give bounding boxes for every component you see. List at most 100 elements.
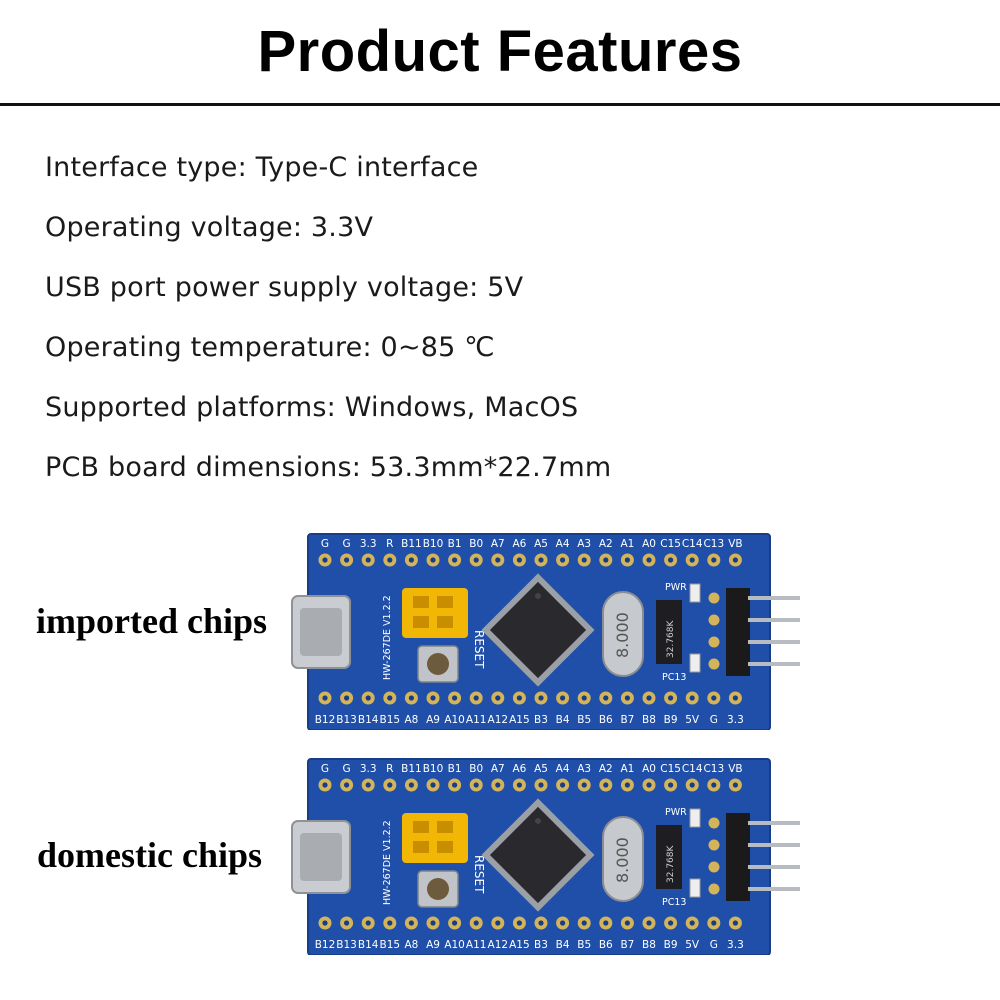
pin-hole-bottom [624, 695, 630, 701]
jumper-cap [413, 616, 429, 628]
pwr-led [689, 583, 701, 603]
pin-hole-top [560, 557, 566, 563]
pin-hole-bottom [495, 695, 501, 701]
swd-pad [708, 861, 720, 873]
pin-label-bottom: B4 [556, 939, 570, 951]
pin-label-bottom: B13 [336, 939, 357, 951]
pin-label-top: G [343, 763, 351, 775]
pin-label-bottom: 3.3 [727, 939, 744, 951]
pin-hole-top [387, 782, 393, 788]
page-title: Product Features [257, 19, 743, 84]
pin-hole-bottom [473, 920, 479, 926]
pin-hole-top [344, 557, 350, 563]
pin-hole-bottom [668, 920, 674, 926]
pin-hole-bottom [560, 695, 566, 701]
reset-button-cap [427, 878, 449, 900]
pin-hole-top [495, 782, 501, 788]
pin-hole-bottom [603, 695, 609, 701]
boot-jumpers [402, 813, 468, 863]
swd-pad [708, 636, 720, 648]
pin-label-top: A6 [512, 538, 526, 550]
pin-hole-bottom [646, 920, 652, 926]
pin-label-top: B10 [423, 763, 444, 775]
pin-hole-bottom [408, 695, 414, 701]
pin-label-top: G [343, 538, 351, 550]
pin-label-top: A0 [642, 538, 656, 550]
pin-label-top: A5 [534, 763, 548, 775]
feature-operating-temperature: Operating temperature: 0~85 ℃ [45, 332, 495, 363]
pin-label-bottom: A11 [466, 939, 487, 951]
pin-hole-bottom [322, 695, 328, 701]
pin-label-bottom: A15 [509, 714, 530, 726]
pin-hole-top [711, 782, 717, 788]
pin-hole-top [430, 782, 436, 788]
pin-hole-top [473, 557, 479, 563]
pin-hole-top [668, 782, 674, 788]
feature-operating-voltage: Operating voltage: 3.3V [45, 212, 374, 243]
pin-label-top: C13 [703, 538, 724, 550]
swd-header [726, 813, 750, 901]
pin-label-bottom: B7 [620, 714, 634, 726]
pin-hole-bottom [430, 695, 436, 701]
pin-hole-top [603, 557, 609, 563]
pin-hole-bottom [538, 920, 544, 926]
feature-usb-voltage: USB port power supply voltage: 5V [45, 272, 524, 303]
pin-hole-top [646, 557, 652, 563]
jumper-cap [413, 841, 429, 853]
title-divider [0, 103, 1000, 106]
pin-hole-top [624, 557, 630, 563]
pin-label-top: R [386, 538, 393, 550]
pin-hole-top [538, 557, 544, 563]
pin-hole-top [581, 557, 587, 563]
mcu-pin1-dot [535, 593, 541, 600]
pin-hole-bottom [624, 920, 630, 926]
pin-hole-bottom [387, 695, 393, 701]
pin-label-bottom: 3.3 [727, 714, 744, 726]
pin-label-top: A3 [577, 538, 591, 550]
pin-label-top: C14 [682, 538, 703, 550]
swd-header [726, 588, 750, 676]
pin-label-top: A4 [556, 538, 570, 550]
pin-label-bottom: B13 [336, 714, 357, 726]
swd-pad [708, 817, 720, 829]
pin-hole-top [430, 557, 436, 563]
jumper-block [402, 588, 468, 638]
pin-hole-bottom [387, 920, 393, 926]
rtc-crystal [656, 825, 682, 889]
pin-label-bottom: A9 [426, 714, 440, 726]
pc13-led [689, 878, 701, 898]
pin-label-bottom: B8 [642, 714, 656, 726]
pin-label-top: B11 [401, 763, 422, 775]
pin-label-top: A7 [491, 538, 505, 550]
pin-hole-bottom [344, 920, 350, 926]
pin-label-top: 3.3 [360, 538, 377, 550]
pin-hole-bottom [646, 695, 652, 701]
reset-label: RESET [472, 630, 486, 669]
pin-label-bottom: B3 [534, 714, 548, 726]
feature-interface-type: Interface type: Type-C interface [45, 152, 479, 183]
pin-hole-bottom [581, 695, 587, 701]
pin-label-top: R [386, 763, 393, 775]
pin-hole-top [452, 557, 458, 563]
pin-label-top: C13 [703, 763, 724, 775]
pin-hole-top [732, 782, 738, 788]
rtc-crystal-label: 32.768K [666, 845, 676, 883]
pwr-led-label: PWR [665, 807, 687, 818]
pin-hole-top [344, 782, 350, 788]
pin-hole-bottom [581, 920, 587, 926]
pin-hole-bottom [689, 920, 695, 926]
pin-label-bottom: A9 [426, 939, 440, 951]
pin-hole-bottom [538, 695, 544, 701]
pin-hole-top [516, 557, 522, 563]
pc13-led-label: PC13 [662, 897, 686, 908]
pin-label-bottom: A10 [444, 714, 465, 726]
swd-pin [748, 618, 800, 622]
pin-hole-top [624, 782, 630, 788]
pin-hole-bottom [365, 695, 371, 701]
domestic-chips-label: domestic chips [37, 835, 262, 875]
mcu-pin1-dot [535, 818, 541, 825]
pin-hole-top [711, 557, 717, 563]
pin-label-bottom: A8 [404, 714, 418, 726]
